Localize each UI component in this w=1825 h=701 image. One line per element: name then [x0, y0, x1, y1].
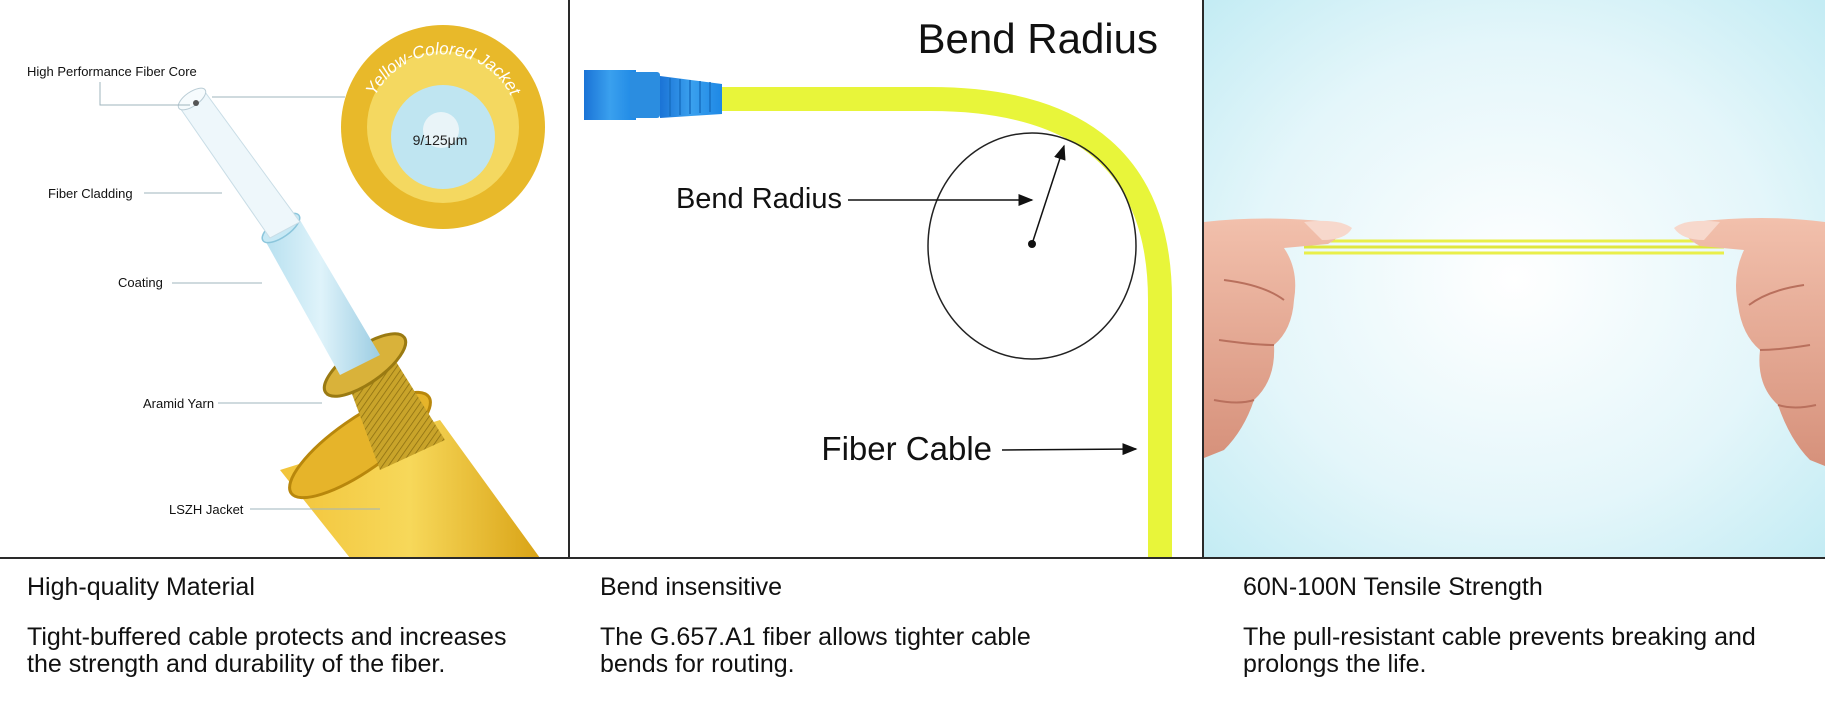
caption-text: The G.657.A1 fiber allows tighter cable … — [600, 623, 1031, 678]
coating-layer — [262, 220, 380, 375]
bend-radius-panel: Bend Radius Bend Radius Fiber Cable — [570, 0, 1202, 558]
cladding-layer — [177, 91, 301, 239]
cable-structure-panel: Yellow-Colored Jacket 9/125μm High Perfo… — [0, 0, 568, 558]
caption-title: 60N-100N Tensile Strength — [1243, 573, 1543, 601]
label-fiber-cladding: Fiber Cladding — [48, 186, 133, 201]
tensile-strength-panel — [1204, 0, 1825, 558]
caption-text: The pull-resistant cable prevents breaki… — [1243, 623, 1756, 678]
caption-bend: Bend insensitive The G.657.A1 fiber allo… — [600, 572, 1160, 678]
fiber-cable — [720, 87, 1172, 558]
jacket-badge: Yellow-Colored Jacket 9/125μm — [341, 25, 545, 229]
caption-text: Tight-buffered cable protects and increa… — [27, 623, 507, 678]
caption-tensile: 60N-100N Tensile Strength The pull-resis… — [1243, 572, 1803, 678]
caption-divider — [0, 557, 1825, 559]
aramid-yarn-layer — [345, 360, 445, 470]
panel-title: Bend Radius — [918, 15, 1159, 62]
badge-center-text: 9/125μm — [413, 132, 468, 148]
label-aramid-yarn: Aramid Yarn — [143, 396, 215, 411]
connector-icon — [584, 70, 722, 120]
bend-radius-illustration: Bend Radius Bend Radius Fiber Cable — [584, 15, 1172, 558]
right-hand — [1674, 218, 1825, 466]
tensile-photo — [1204, 0, 1825, 558]
fiber-cable-label: Fiber Cable — [821, 430, 992, 467]
bend-radius-label: Bend Radius — [676, 183, 842, 215]
caption-material: High-quality Material Tight-buffered cab… — [27, 572, 587, 678]
label-fiber-core: High Performance Fiber Core — [27, 64, 197, 79]
radius-arrow — [1031, 144, 1066, 245]
label-lszh-jacket: LSZH Jacket — [169, 502, 244, 517]
panel-divider — [568, 0, 570, 558]
fiber-core — [193, 100, 199, 106]
fiber-strands — [1304, 239, 1724, 255]
label-coating: Coating — [118, 275, 163, 290]
caption-title: High-quality Material — [27, 573, 255, 601]
bend-radius-circle — [927, 132, 1137, 360]
cable-label-arrow — [1001, 443, 1138, 456]
caption-title: Bend insensitive — [600, 573, 783, 601]
left-hand — [1204, 218, 1352, 458]
panel-divider — [1202, 0, 1204, 558]
cable-structure-illustration: Yellow-Colored Jacket 9/125μm — [99, 25, 545, 558]
